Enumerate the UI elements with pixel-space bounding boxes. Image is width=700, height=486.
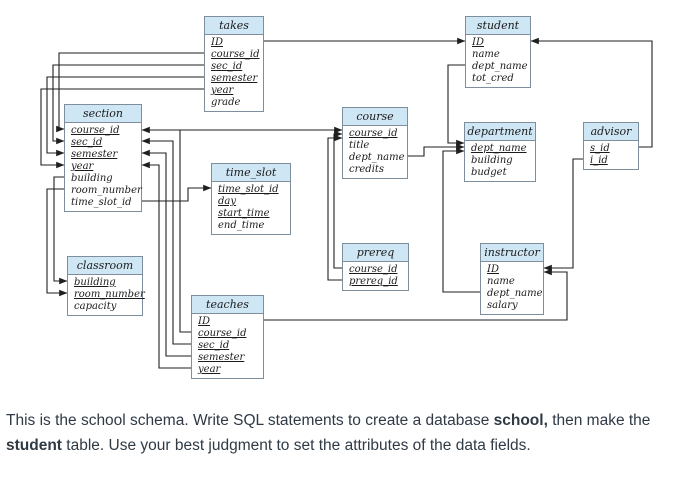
table-title-takes: takes bbox=[205, 17, 263, 35]
field-student-dept_name: dept_name bbox=[472, 61, 528, 72]
table-title-prereq: prereq bbox=[343, 244, 408, 262]
caption-line-2: student table. Use your best judgment to… bbox=[6, 433, 694, 458]
field-department-building: building bbox=[471, 155, 513, 166]
field-course-dept_name: dept_name bbox=[349, 152, 405, 163]
field-prereq-course_id: course_id bbox=[349, 264, 398, 275]
caption-segment: then make the bbox=[547, 412, 651, 429]
table-title-section: section bbox=[65, 105, 141, 123]
field-instructor-name: name bbox=[487, 276, 515, 287]
field-takes-grade: grade bbox=[211, 97, 241, 108]
caption-segment: This is the school schema. Write SQL sta… bbox=[6, 412, 494, 429]
field-student-name: name bbox=[472, 49, 500, 60]
field-instructor-salary: salary bbox=[487, 300, 518, 311]
field-course-course_id: course_id bbox=[349, 128, 398, 139]
table-title-student: student bbox=[466, 17, 530, 35]
field-teaches-ID: ID bbox=[198, 316, 210, 327]
field-section-semester: semester bbox=[71, 149, 118, 160]
field-course-credits: credits bbox=[349, 164, 385, 175]
caption-bold-term: school, bbox=[493, 412, 548, 429]
field-time_slot-start_time: start_time bbox=[218, 208, 270, 219]
field-advisor-s_id: s_id bbox=[590, 143, 610, 154]
table-title-teaches: teaches bbox=[192, 296, 263, 314]
field-time_slot-day: day bbox=[218, 196, 237, 207]
field-classroom-capacity: capacity bbox=[74, 301, 117, 312]
field-classroom-building: building bbox=[74, 277, 116, 288]
field-takes-sec_id: sec_id bbox=[211, 61, 243, 72]
table-title-course: course bbox=[343, 108, 407, 126]
field-department-dept_name: dept_name bbox=[471, 143, 527, 154]
field-advisor-i_id: i_id bbox=[590, 155, 608, 166]
field-section-year: year bbox=[71, 161, 94, 172]
table-title-department: department bbox=[465, 123, 535, 141]
field-time_slot-end_time: end_time bbox=[218, 220, 265, 231]
caption-text: This is the school schema. Write SQL sta… bbox=[6, 408, 694, 458]
field-classroom-room_number: room_number bbox=[74, 289, 145, 300]
field-section-time_slot_id: time_slot_id bbox=[71, 197, 132, 208]
field-section-course_id: course_id bbox=[71, 125, 120, 136]
field-student-ID: ID bbox=[472, 37, 484, 48]
field-prereq-prereq_id: prereq_id bbox=[349, 276, 398, 287]
field-takes-course_id: course_id bbox=[211, 49, 260, 60]
table-title-time_slot: time_slot bbox=[212, 164, 290, 182]
field-section-room_number: room_number bbox=[71, 185, 142, 196]
field-section-sec_id: sec_id bbox=[71, 137, 103, 148]
field-instructor-dept_name: dept_name bbox=[487, 288, 543, 299]
field-department-budget: budget bbox=[471, 167, 507, 178]
field-teaches-sec_id: sec_id bbox=[198, 340, 230, 351]
table-title-classroom: classroom bbox=[68, 257, 142, 275]
field-instructor-ID: ID bbox=[487, 264, 499, 275]
field-teaches-course_id: course_id bbox=[198, 328, 247, 339]
field-student-tot_cred: tot_cred bbox=[472, 73, 514, 84]
field-takes-semester: semester bbox=[211, 73, 258, 84]
caption-bold-term: student bbox=[6, 437, 62, 454]
caption-segment: table. Use your best judgment to set the… bbox=[61, 437, 531, 454]
table-title-instructor: instructor bbox=[481, 244, 543, 262]
field-takes-ID: ID bbox=[211, 37, 223, 48]
field-course-title: title bbox=[349, 140, 370, 151]
caption-line-1: This is the school schema. Write SQL sta… bbox=[6, 408, 694, 433]
table-title-advisor: advisor bbox=[584, 123, 638, 141]
field-section-building: building bbox=[71, 173, 113, 184]
field-takes-year: year bbox=[211, 85, 234, 96]
field-time_slot-time_slot_id: time_slot_id bbox=[218, 184, 279, 195]
field-teaches-year: year bbox=[198, 364, 221, 375]
field-teaches-semester: semester bbox=[198, 352, 245, 363]
